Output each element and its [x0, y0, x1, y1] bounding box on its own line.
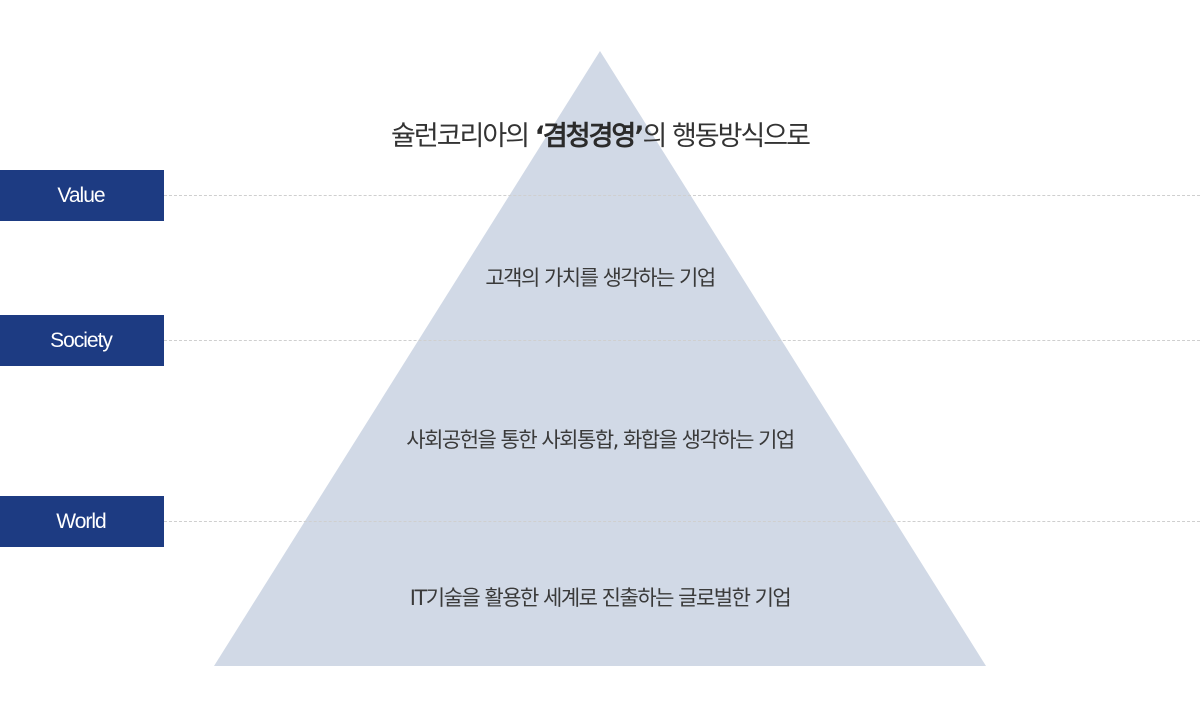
title-prefix: 슐런코리아의	[391, 121, 535, 152]
divider-line-world	[164, 521, 1200, 522]
title-suffix: 의 행동방식으로	[642, 121, 811, 152]
tier-text-world: IT기술을 활용한 세계로 진출하는 글로벌한 기업	[409, 586, 792, 610]
pyramid-title: 슐런코리아의 ‘겸청경영’의 행동방식으로	[0, 114, 1200, 153]
pyramid-shape	[214, 51, 986, 666]
divider-line-value	[164, 195, 1200, 196]
tier-text-society: 사회공헌을 통한 사회통합, 화합을 생각하는 기업	[406, 428, 795, 452]
divider-line-society	[164, 340, 1200, 341]
title-emphasis: ‘겸청경영’	[534, 121, 645, 152]
tier-label-value: Value	[0, 170, 164, 221]
tier-label-society: Society	[0, 315, 164, 366]
tier-text-value: 고객의 가치를 생각하는 기업	[485, 266, 716, 290]
tier-label-world: World	[0, 496, 164, 547]
